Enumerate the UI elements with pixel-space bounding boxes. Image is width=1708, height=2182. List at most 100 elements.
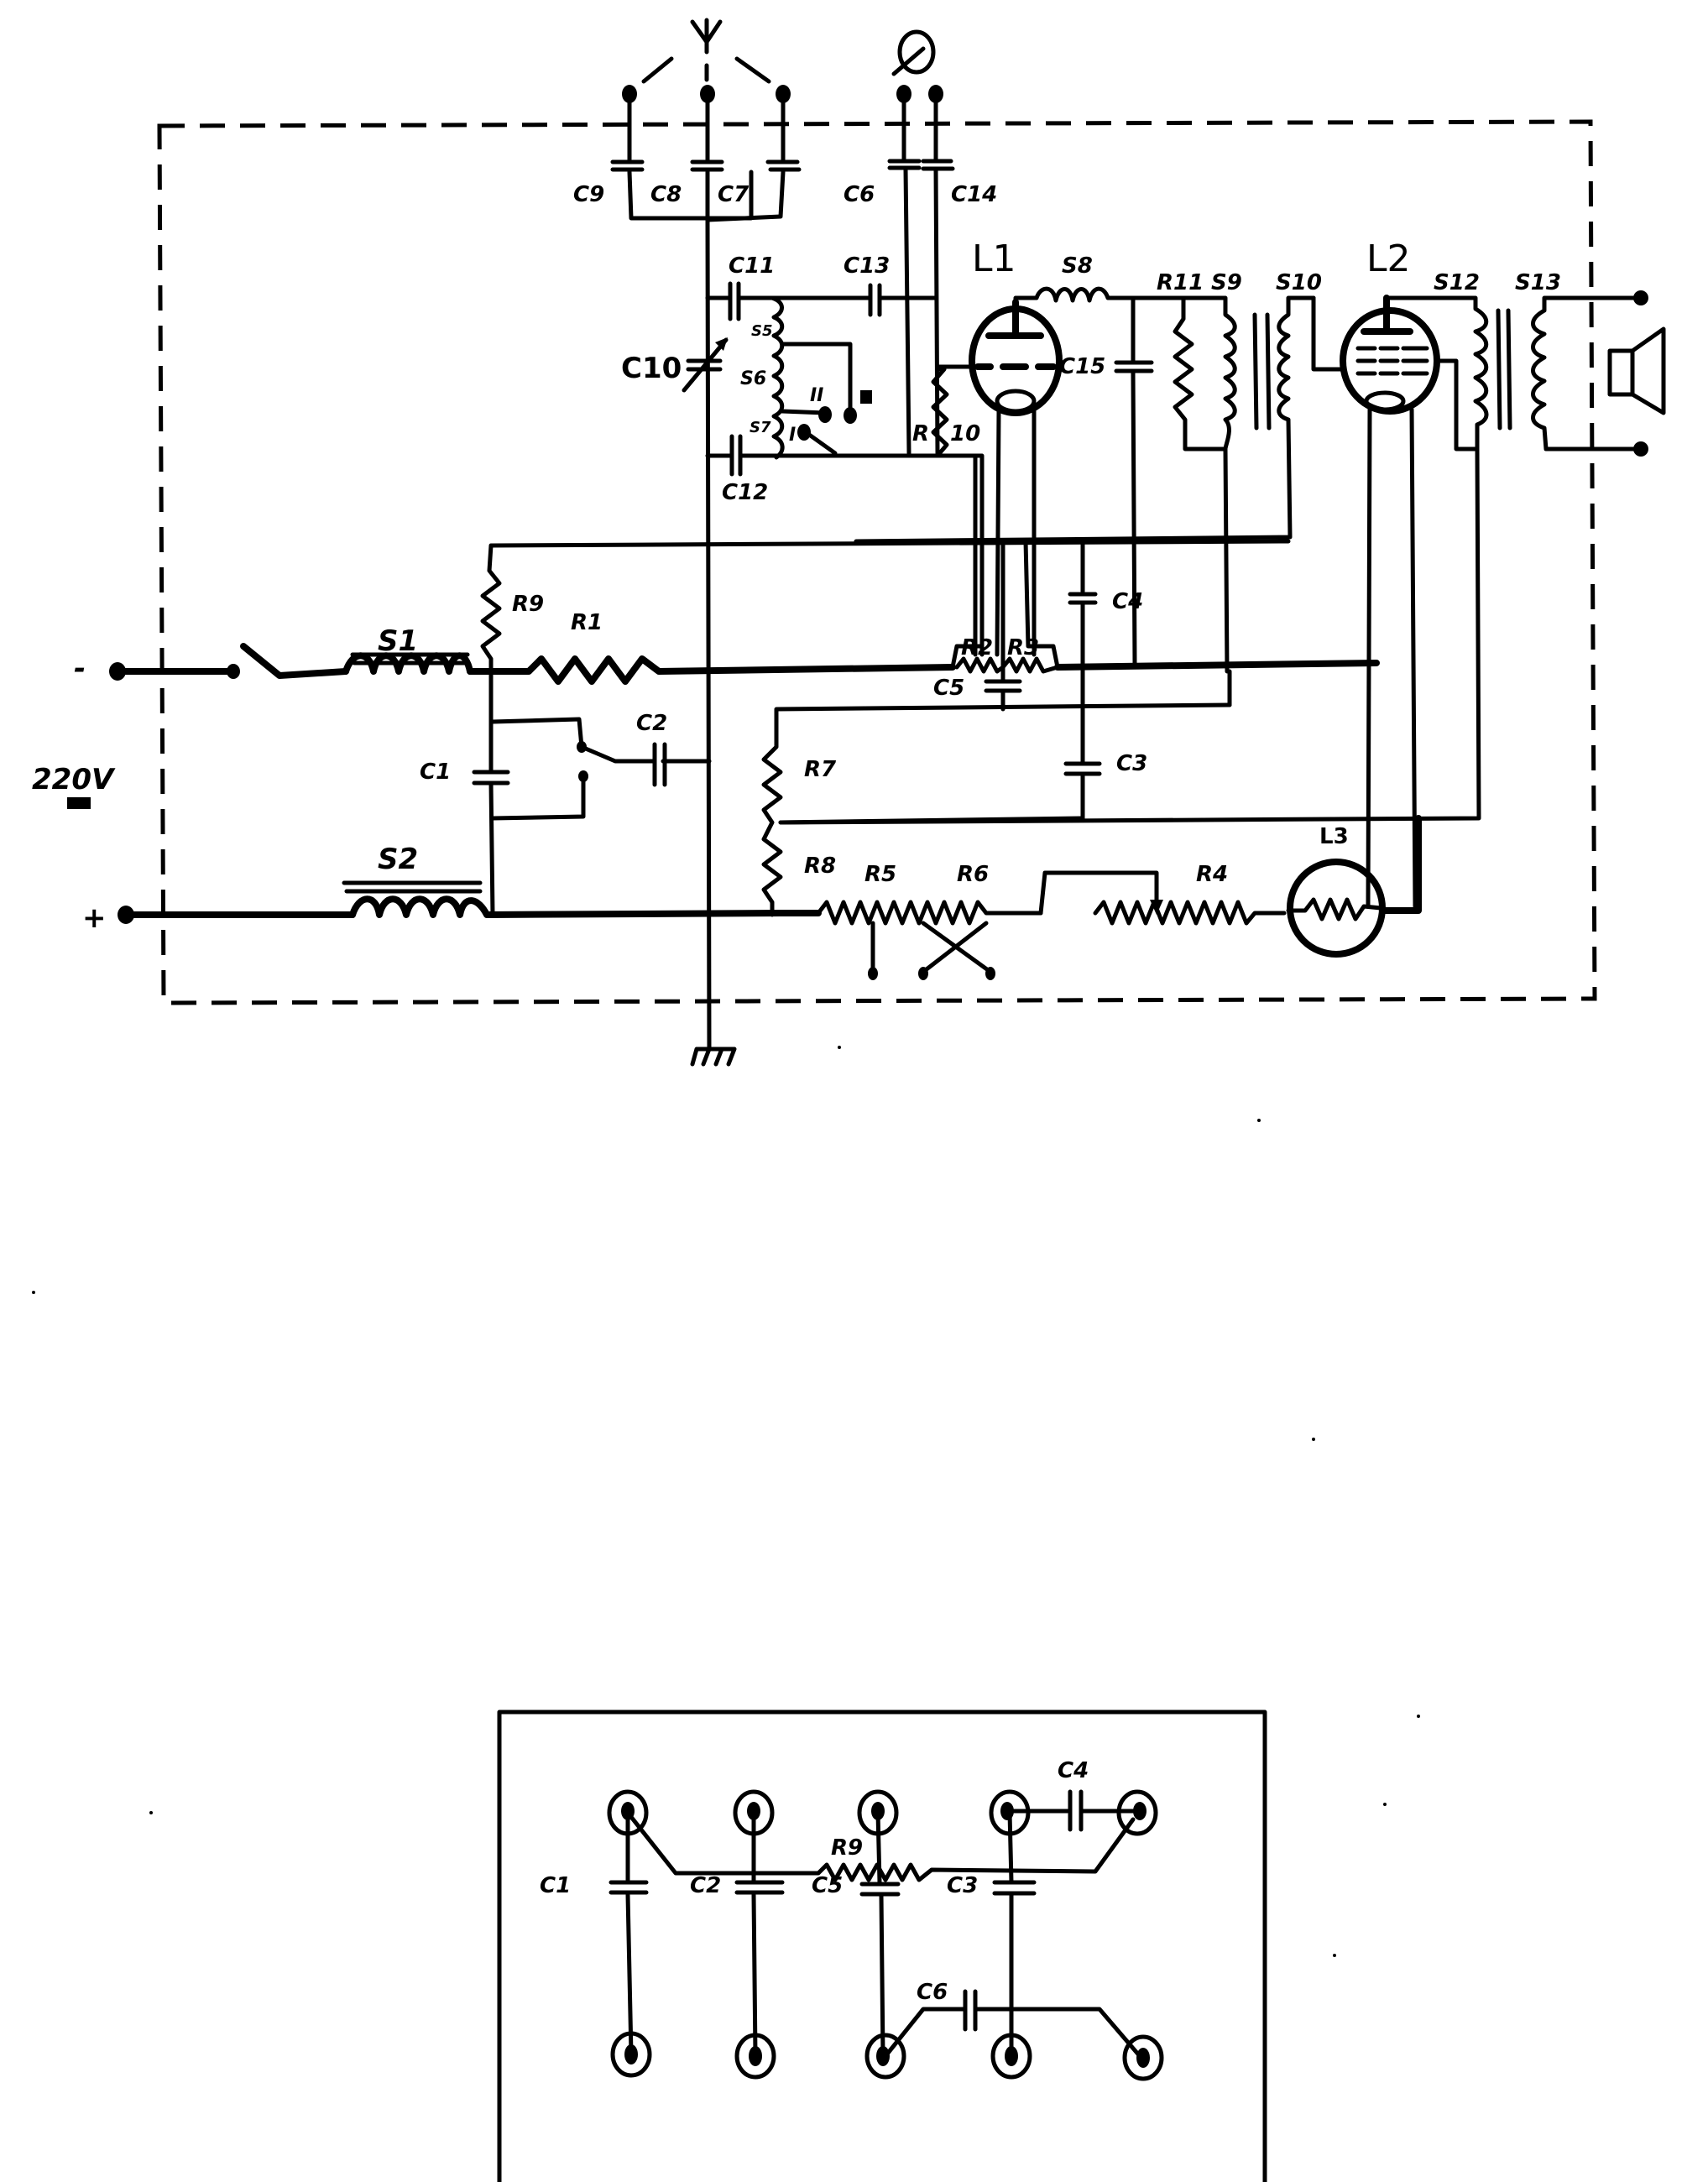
component-board	[497, 1710, 1267, 2182]
capacitor-c15	[1114, 295, 1154, 666]
label-c12: C12	[722, 480, 768, 505]
capacitor-c1	[472, 669, 510, 917]
tube-l2	[1340, 295, 1440, 909]
label-c11: C11	[729, 253, 775, 279]
label-c13: C13	[844, 253, 890, 279]
label-c15: C15	[1059, 354, 1105, 379]
label-c2: C2	[636, 711, 667, 736]
chassis-enclosure	[157, 119, 1597, 1005]
board-wiring	[609, 1789, 1142, 2059]
capacitor-c5	[984, 665, 1022, 712]
c2-switch-arm[interactable]	[579, 744, 712, 764]
label-r9: R9	[512, 592, 544, 617]
antenna-icon	[641, 18, 771, 84]
terminal-minus-label: -	[74, 652, 86, 686]
ground-bus-wire	[705, 217, 712, 1052]
label-r4: R4	[1196, 862, 1228, 887]
label-s13: S13	[1515, 270, 1561, 295]
label-c7: C7	[718, 182, 750, 207]
board-label-c6: C6	[917, 1980, 948, 2005]
label-s2: S2	[378, 843, 418, 876]
capacitor-c11	[728, 281, 741, 321]
r5-r6-taps	[870, 921, 993, 974]
terminal[interactable]	[1122, 2034, 1164, 2081]
board-label-c5: C5	[812, 1873, 843, 1898]
board-label-c4: C4	[1058, 1758, 1089, 1783]
variable-capacitor-c10	[682, 337, 729, 393]
tube-l1	[935, 299, 1063, 657]
capacitor-c2	[652, 742, 667, 787]
label-s12: S12	[1434, 270, 1480, 295]
label-c1: C1	[420, 760, 451, 785]
label-c5: C5	[933, 676, 964, 701]
power-switch-contact	[227, 664, 240, 679]
label-r10-prefix: R	[912, 421, 929, 446]
resistor-r4[interactable]	[1093, 900, 1287, 926]
label-r5: R5	[864, 862, 896, 887]
l2-grid-wire	[1311, 295, 1345, 372]
antenna-terminals	[610, 85, 802, 222]
resistor-r1	[467, 655, 956, 685]
label-r6: R6	[957, 862, 989, 887]
label-r7: R7	[804, 757, 837, 782]
transformer-core-s12-s13	[1496, 308, 1512, 431]
resistor-r2-r3	[954, 656, 1060, 674]
resistor-r5-r6	[816, 900, 1043, 926]
label-s7: S7	[750, 419, 771, 436]
capacitor-c12	[729, 434, 743, 477]
tube-l3	[1286, 815, 1422, 958]
label-switch-i: I	[789, 425, 796, 446]
earth-ground-icon	[690, 1047, 737, 1067]
resistor-r10	[931, 367, 949, 458]
band-switch[interactable]	[780, 342, 872, 456]
coil-s9	[1181, 295, 1237, 452]
label-s6: S6	[740, 368, 766, 389]
ht-rail-right	[1054, 660, 1380, 671]
pickup-probe-icon	[887, 29, 955, 456]
transformer-core-s9-s10	[1252, 312, 1272, 431]
choke-s2-core	[342, 880, 483, 894]
coil-s12	[1384, 295, 1489, 452]
label-c8: C8	[650, 182, 682, 207]
label-c14: C14	[951, 182, 997, 207]
coil-s5-s6-s7	[770, 295, 785, 460]
label-c6: C6	[844, 182, 875, 207]
coil-s10	[854, 295, 1316, 544]
choke-s2	[349, 895, 784, 918]
label-l1: L1	[972, 238, 1016, 280]
label-r11: R11	[1157, 270, 1204, 295]
label-switch-ii: II	[810, 385, 823, 406]
speaker-terminal-top	[1633, 290, 1648, 305]
label-c9: C9	[573, 182, 604, 207]
r4-wiper-wire	[1038, 870, 1159, 916]
label-s5: S5	[751, 322, 773, 340]
choke-s1	[342, 652, 473, 675]
label-r3: R3	[1007, 635, 1039, 660]
label-l3: L3	[1319, 824, 1349, 849]
label-s10: S10	[1276, 270, 1322, 295]
label-l2: L2	[1366, 238, 1411, 280]
heater-wires	[950, 539, 1060, 670]
dc-symbol	[67, 797, 91, 809]
bias-return	[778, 816, 1085, 825]
coil-s8	[1013, 286, 1136, 305]
board-label-c2: C2	[690, 1873, 721, 1898]
scan-specks	[32, 1046, 1420, 1957]
label-r8: R8	[804, 853, 836, 879]
supply-voltage-label: 220V	[32, 763, 116, 796]
board-terminals	[607, 1789, 1164, 2081]
board-label-c1: C1	[540, 1873, 571, 1898]
power-switch[interactable]	[240, 643, 349, 679]
capacitor-c4-c3	[1063, 539, 1102, 821]
c1-switch-wiring	[490, 717, 586, 821]
s9-return-wire	[1223, 446, 1230, 674]
board-label-r9: R9	[831, 1835, 863, 1861]
resistor-r9	[480, 539, 1291, 674]
speaker-terminal-bottom	[1633, 441, 1648, 457]
terminal-plus-label: +	[82, 901, 107, 935]
capacitor-c13	[868, 283, 882, 317]
label-c4: C4	[1112, 589, 1143, 614]
resistor-r11	[1131, 295, 1228, 452]
label-r2: R2	[961, 635, 993, 660]
